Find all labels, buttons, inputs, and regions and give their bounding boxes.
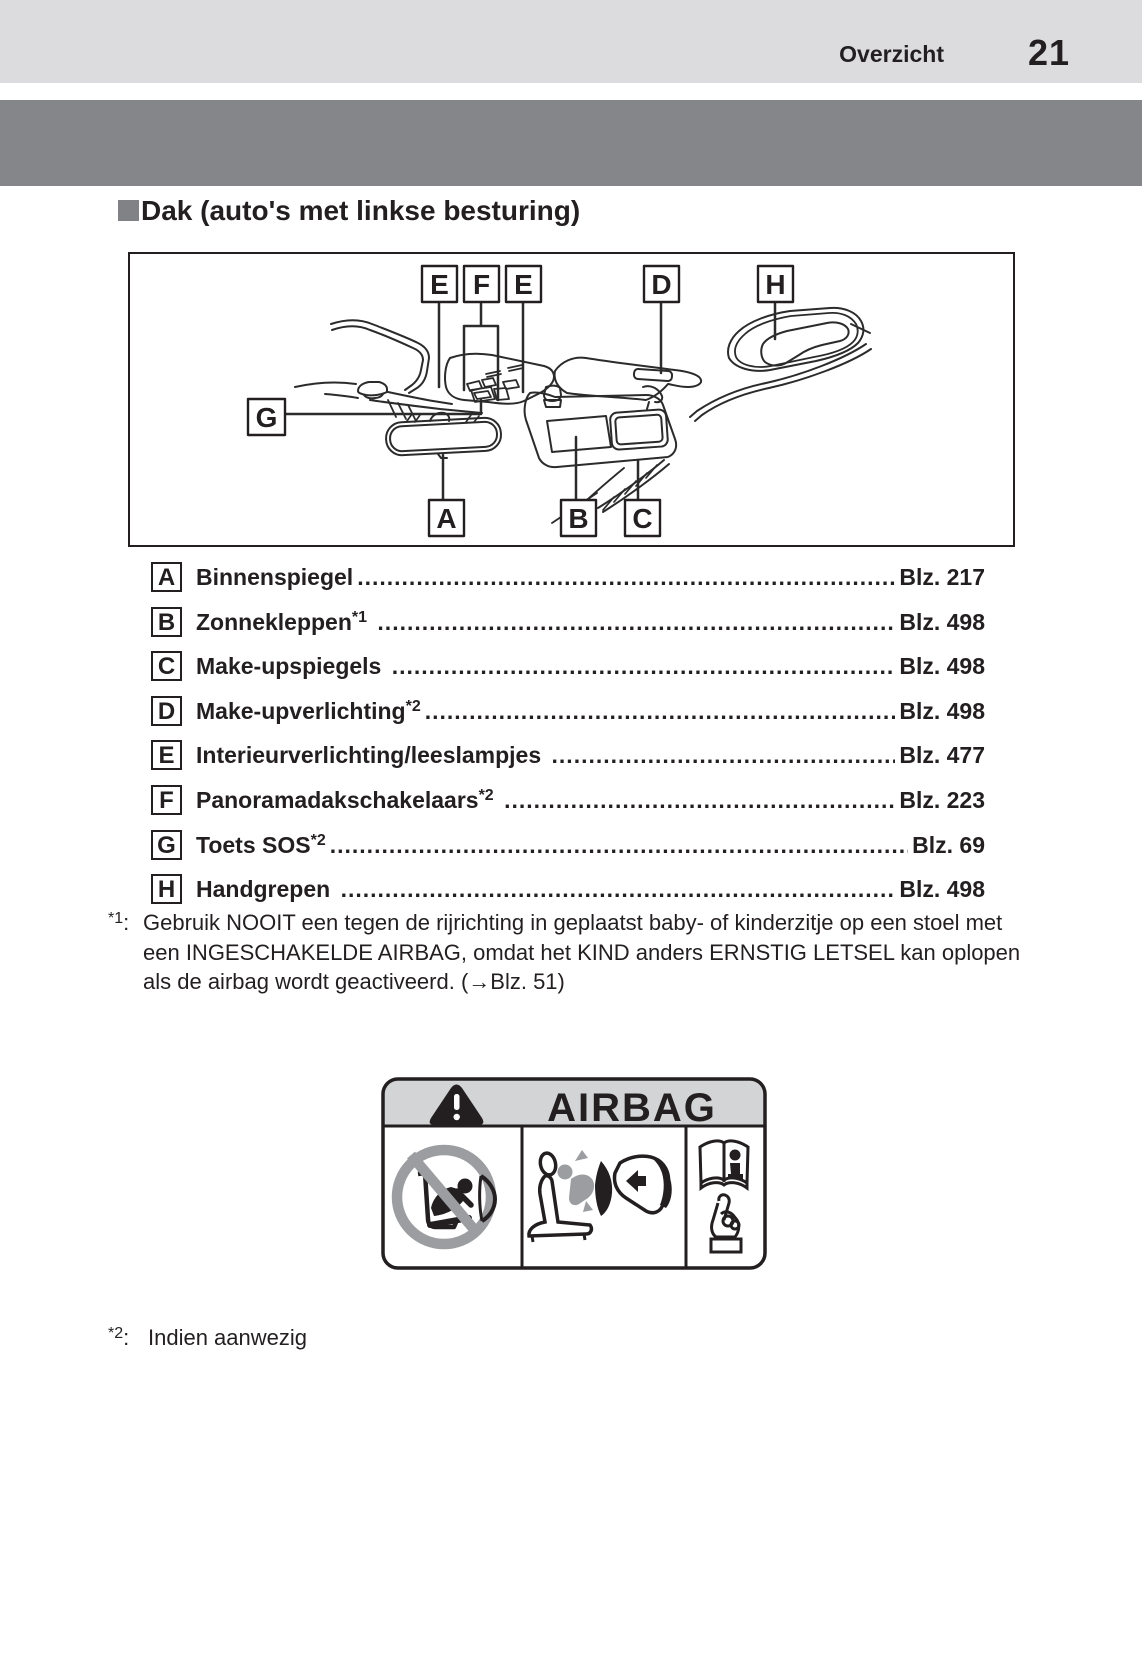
svg-text:E: E — [514, 269, 533, 300]
svg-text:A: A — [436, 503, 456, 534]
svg-text:F: F — [473, 269, 490, 300]
svg-text:H: H — [765, 269, 785, 300]
svg-text:B: B — [568, 503, 588, 534]
svg-text:E: E — [430, 269, 449, 300]
svg-text:AIRBAG: AIRBAG — [547, 1086, 717, 1130]
svg-text:D: D — [651, 269, 671, 300]
svg-text:C: C — [632, 503, 652, 534]
svg-text:G: G — [256, 402, 278, 433]
